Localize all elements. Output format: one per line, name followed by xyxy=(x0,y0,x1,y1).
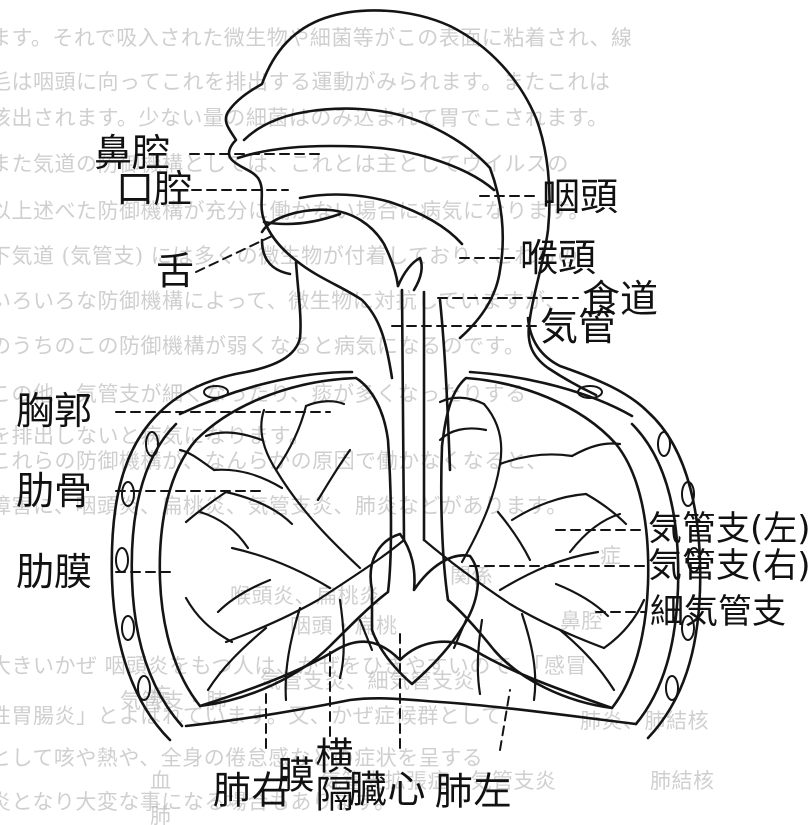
left-bronchial-tree xyxy=(424,398,644,700)
epiglottis xyxy=(398,258,422,290)
nasal-cavity-floor xyxy=(238,146,494,190)
nasal-cavity-outline xyxy=(244,109,490,168)
chin-inner xyxy=(262,240,290,274)
label-right-bronchus: 気管支(右) xyxy=(648,549,811,583)
label-rib: 肋骨 xyxy=(16,472,92,510)
label-trachea: 気管 xyxy=(540,308,616,346)
chest-outer xyxy=(112,412,170,740)
label-pharynx: 咽頭 xyxy=(542,178,618,216)
label-bronchiole: 細気管支 xyxy=(650,595,786,629)
label-oral-cavity: 口腔 xyxy=(116,170,192,208)
heart-outline xyxy=(371,534,478,684)
label-heart: 心臓 xyxy=(382,750,422,825)
label-left-lung: 左肺 xyxy=(468,754,508,825)
right-bronchial-tree xyxy=(180,401,404,700)
label-larynx: 喉頭 xyxy=(520,239,596,277)
rib-top-right xyxy=(470,372,632,416)
diaphragm-lower xyxy=(186,698,636,726)
trachea-left-wall xyxy=(402,290,404,540)
leader-left-lung xyxy=(500,690,510,750)
label-pleura: 肋膜 xyxy=(16,553,92,591)
label-tongue: 舌 xyxy=(156,252,194,290)
pharynx-wall xyxy=(460,168,503,338)
label-left-bronchus: 気管支(左) xyxy=(648,512,811,546)
label-chest: 胸郭 xyxy=(16,392,92,430)
diaphragm-line xyxy=(200,642,612,708)
rib-top-left xyxy=(180,372,352,414)
right-lung-outline xyxy=(160,378,391,706)
leader-tongue xyxy=(196,236,272,272)
